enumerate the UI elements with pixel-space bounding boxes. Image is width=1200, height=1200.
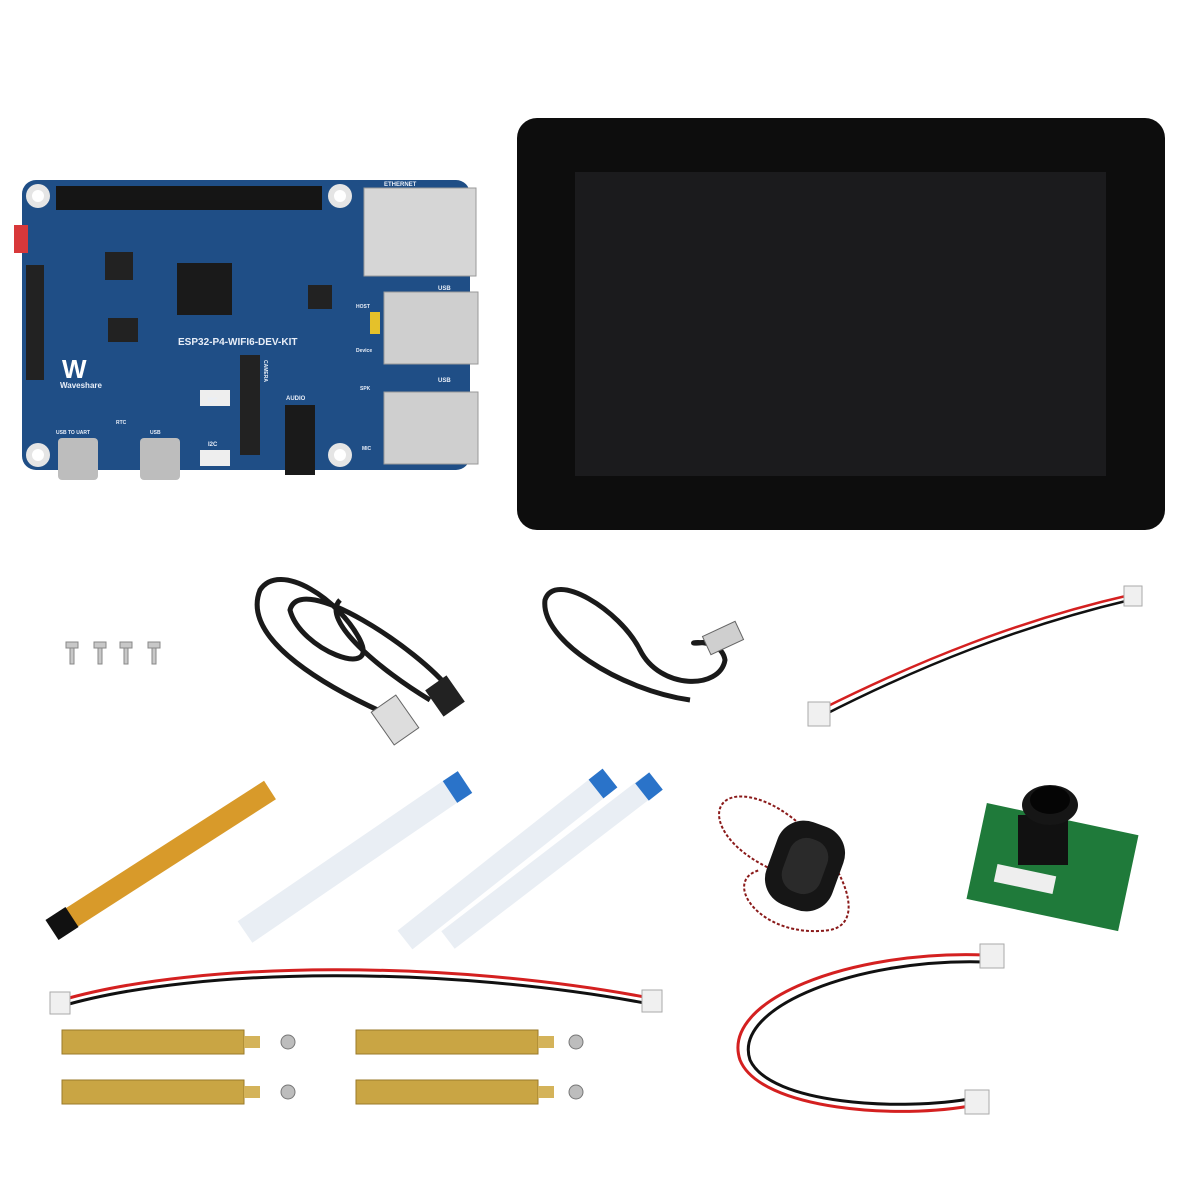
board-model-label: ESP32-P4-WIFI6-DEV-KIT <box>178 337 297 348</box>
host-label: HOST <box>356 304 370 310</box>
rtc-label: RTC <box>116 420 127 426</box>
spk-label: SPK <box>360 386 371 392</box>
brand-label: Waveshare <box>60 381 103 390</box>
waveshare-logo: W <box>62 354 87 384</box>
speaker <box>718 795 850 933</box>
usb-a-plug-2 <box>425 675 465 717</box>
jst-cable-loop <box>736 943 1005 1115</box>
usb-a-plug <box>370 694 420 746</box>
camera-module <box>966 785 1139 932</box>
i2c-label-2: I2C <box>208 442 218 448</box>
usb-label: USB <box>438 286 451 292</box>
ethernet-label: ETHERNET <box>384 182 417 188</box>
usb-c-plug <box>701 620 745 656</box>
standoff-screws <box>280 1034 584 1100</box>
usb-label-2: USB <box>438 378 451 384</box>
device-label: Device <box>356 348 372 354</box>
ffc-cables <box>237 768 663 950</box>
brass-standoffs <box>61 1029 554 1105</box>
jst-cable-long <box>49 968 663 1015</box>
usb-to-uart-label: USB TO UART <box>56 430 90 436</box>
camera-fpc-cable <box>45 780 276 941</box>
usb-c-label: USB <box>150 430 161 436</box>
touch-display <box>517 118 1165 530</box>
jst-cable-short <box>807 585 1143 727</box>
audio-label: AUDIO <box>286 396 306 402</box>
screws <box>65 641 161 665</box>
usb-c-cable <box>542 587 728 703</box>
mic-label: MIC <box>362 446 372 452</box>
camera-label: CAMERA <box>262 360 268 382</box>
usb-a-cable <box>254 577 452 723</box>
i2c-label: I2C <box>208 398 218 404</box>
dev-board: ESP32-P4-WIFI6-DEV-KIT Waveshare W ETHER… <box>14 180 479 480</box>
